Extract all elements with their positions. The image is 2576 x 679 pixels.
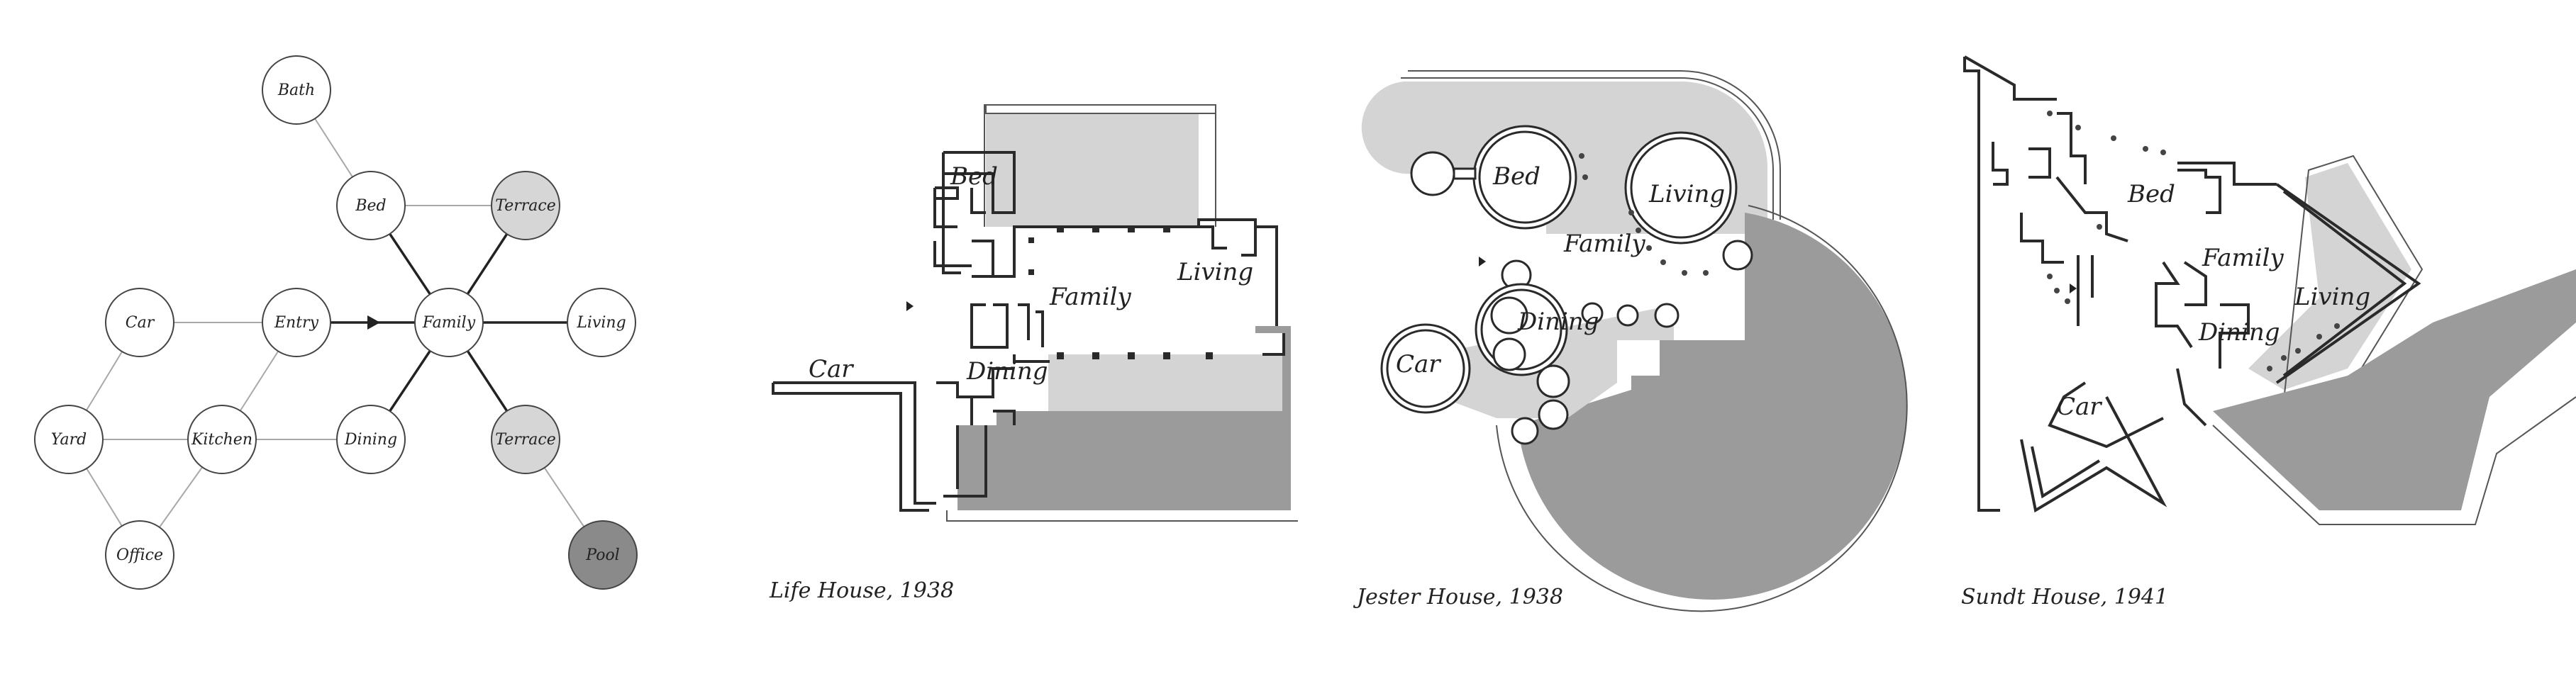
label-bed: Bed [1492, 162, 1540, 191]
columns [1028, 225, 1213, 359]
node-pool [568, 520, 638, 590]
label-car: Car [809, 355, 854, 383]
node-label-car: Car [126, 314, 155, 332]
node-label-terrace-lower: Terrace [495, 431, 555, 449]
plan-jester-house: Bed Living Family Dining Car Jester Hous… [1348, 0, 1929, 679]
life-walls [772, 151, 1285, 512]
pool [957, 326, 1291, 510]
entry-marker-icon [906, 301, 914, 311]
label-bed: Bed [950, 162, 998, 191]
node-living [567, 288, 636, 357]
node-office [105, 520, 174, 590]
node-label-office: Office [116, 546, 163, 564]
pool [1518, 213, 1907, 600]
node-bath [262, 55, 331, 125]
node-bed [336, 171, 406, 240]
jester-rooms [1380, 125, 1753, 445]
caption: Life House, 1938 [769, 578, 954, 603]
node-label-terrace-upper: Terrace [495, 197, 555, 215]
node-kitchen [187, 405, 257, 474]
column-dots [2047, 111, 2340, 371]
label-living: Living [1648, 180, 1725, 208]
lower-terrace [1048, 354, 1282, 411]
label-dining: Dining [966, 357, 1048, 386]
plan-life-house: Bed Family Living Car Dining Life House,… [759, 0, 1298, 679]
node-entry [262, 288, 331, 357]
label-bed: Bed [2127, 180, 2175, 208]
plan-sundt-house: Bed Family Living Dining Car Sundt House… [1950, 0, 2576, 679]
label-family: Family [1049, 283, 1132, 311]
label-family: Family [2202, 244, 2284, 272]
node-family [414, 288, 484, 357]
label-dining: Dining [2198, 318, 2280, 347]
caption: Sundt House, 1941 [1961, 585, 2168, 610]
node-label-yard: Yard [51, 431, 87, 449]
label-car: Car [2057, 393, 2102, 421]
adjacency-graph: Bath Bed Terrace Car Entry Family Living… [0, 0, 667, 679]
upper-terrace [986, 113, 1199, 227]
node-dining [336, 405, 406, 474]
node-label-kitchen: Kitchen [191, 431, 252, 449]
node-label-living: Living [576, 314, 626, 332]
node-yard [34, 405, 104, 474]
node-label-entry: Entry [274, 314, 319, 332]
column-dots [1579, 153, 1709, 276]
node-car [105, 288, 174, 357]
label-car: Car [1396, 350, 1441, 378]
pool [2213, 269, 2576, 510]
label-dining: Dining [1517, 308, 1599, 336]
node-label-pool: Pool [585, 546, 619, 564]
label-living: Living [1177, 258, 1253, 286]
node-label-bed: Bed [355, 197, 386, 215]
node-terrace-lower [491, 405, 560, 474]
label-living: Living [2294, 283, 2370, 311]
label-family: Family [1563, 230, 1646, 258]
terrace [2248, 163, 2411, 390]
node-label-bath: Bath [277, 82, 315, 99]
entry-marker-icon [1479, 257, 1486, 266]
caption: Jester House, 1938 [1353, 585, 1563, 610]
entry-marker-icon [2070, 284, 2077, 293]
entry-arrow-icon [367, 315, 380, 330]
sundt-walls [1963, 55, 2421, 513]
node-label-family: Family [422, 314, 476, 332]
node-label-dining: Dining [344, 431, 397, 449]
node-terrace-upper [491, 171, 560, 240]
